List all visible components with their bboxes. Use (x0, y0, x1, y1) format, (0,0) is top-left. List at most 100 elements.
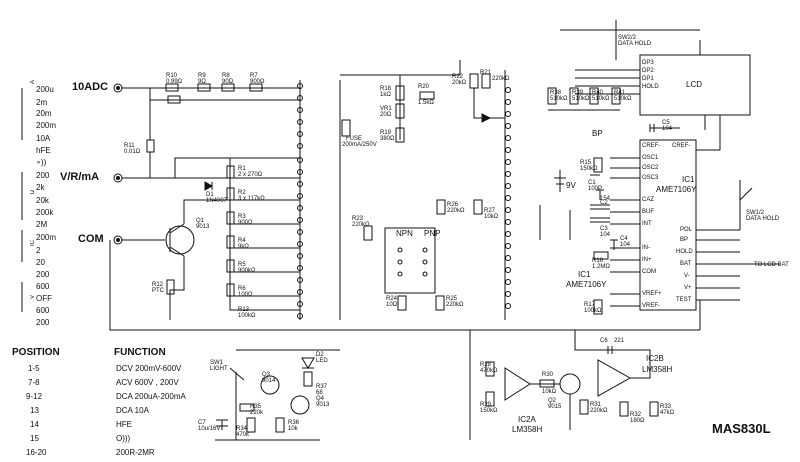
component-value: 9015 (548, 404, 562, 410)
component-label: R23 (352, 216, 364, 222)
component-value: 510kΩ (550, 96, 568, 102)
table-position: 13 (30, 406, 39, 415)
component-label: R15 (580, 160, 592, 166)
component-value: 900Ω (250, 79, 265, 85)
component-label: C5 (662, 120, 670, 126)
ic2b-ref: IC2B (646, 354, 664, 363)
component-label: C3 (600, 226, 608, 232)
sw2-label: SW2/2 (618, 35, 637, 41)
component-value: 220kΩ (492, 76, 510, 82)
component-value: 220kΩ (447, 208, 465, 214)
component-label: R22 (452, 74, 464, 80)
component-value: 900kΩ (238, 268, 256, 274)
ic2a-name: LM358H (512, 425, 543, 434)
ic1-name: AME7106Y (656, 185, 697, 194)
table-function: HFE (116, 420, 132, 429)
mode-range: OFF (36, 294, 52, 303)
ic1-pin-label: OSC1 (642, 155, 659, 161)
ic1-ref-2: IC1 (578, 270, 591, 279)
component-label: C1 (588, 180, 596, 186)
component-label: R12 (152, 282, 164, 288)
table-function: DCV 200mV-600V (116, 364, 182, 373)
pnp-label: PNP (424, 229, 441, 238)
component-label: R31 (590, 402, 602, 408)
sw1-label: SW1 (210, 360, 224, 366)
mode-range: 2 (36, 246, 41, 255)
component-label: R26 (447, 202, 459, 208)
component-value: 0.99Ω (166, 79, 183, 85)
component-value: 900Ω (238, 220, 253, 226)
component-value: 220k (250, 410, 264, 416)
component-label: R2 (238, 190, 246, 196)
component-label: R41 (614, 90, 626, 96)
component-label: R13 (238, 307, 250, 313)
ic1-pin-label: IN+ (642, 257, 652, 263)
table-position: 1-5 (28, 364, 40, 373)
ic1-pin-label: CREF- (672, 143, 691, 149)
ic1-pin-label: CAZ (642, 197, 654, 203)
ic1-pin-label: VREF- (642, 303, 660, 309)
component-label: R38 (550, 90, 562, 96)
component-value: 9Ω (198, 79, 206, 85)
component-value: 380Ω (380, 136, 395, 142)
ic1-pin-label: BP (680, 237, 689, 243)
component-value: 9013 (196, 224, 210, 230)
mode-range: 200m (36, 121, 57, 130)
component-value: 104 (620, 242, 631, 248)
component-label: R33 (660, 404, 672, 410)
mode-range: ∘)) (36, 158, 47, 167)
terminal-com: COM (78, 233, 104, 245)
table-position: 14 (30, 420, 39, 429)
mode-range: 600 (36, 282, 50, 291)
mode-range: 20 (36, 258, 45, 267)
component-value: 10kΩ (542, 389, 557, 395)
ic1-pin-label: POL (680, 227, 693, 233)
mode-range: hFE (36, 146, 51, 155)
mode-range: 2M (36, 220, 48, 229)
sw2-function: DATA HOLD (618, 41, 652, 47)
component-value: 20Ω (380, 112, 392, 118)
component-label: R18 (380, 86, 392, 92)
table-header-position: POSITION (12, 347, 60, 358)
component-label: R40 (592, 90, 604, 96)
ic2b-name: LM358H (642, 365, 673, 374)
ic1-ref: IC1 (682, 175, 695, 184)
component-label: R35 (250, 404, 262, 410)
mode-range: 10A (36, 134, 51, 143)
to-lcd-bat-label: TO LCD BAT (754, 262, 789, 268)
table-position: 9-12 (26, 392, 43, 401)
component-value: LED (316, 358, 328, 364)
component-value: 510kΩ (592, 96, 610, 102)
component-label: R25 (446, 296, 458, 302)
component-value: 20kΩ (452, 80, 467, 86)
component-label: D2 (316, 352, 324, 358)
mode-range: 20m (36, 109, 52, 118)
component-value: 150kΩ (580, 166, 598, 172)
component-label: R11 (124, 143, 135, 149)
component-value: 100kΩ (238, 313, 256, 319)
mode-range: 600 (36, 306, 50, 315)
component-value: 10Ω (386, 302, 398, 308)
sw1-function: LIGHT (210, 366, 228, 372)
component-label: R9 (198, 73, 206, 79)
fuse-label: FUSE (346, 136, 363, 142)
component-value: 10u/16V (198, 426, 221, 432)
component-value: 9kΩ (238, 244, 249, 250)
mode-range: 200 (36, 270, 50, 279)
component-value: 100kΩ (584, 308, 602, 314)
component-value: 0.01Ω (124, 149, 141, 155)
component-value: 470kΩ (480, 368, 498, 374)
ic1-pin-label: V- (684, 273, 690, 279)
component-label: R30 (542, 372, 554, 378)
component-value: 180Ω (630, 418, 645, 424)
component-label: R39 (572, 90, 584, 96)
component-value: 470k (236, 432, 250, 438)
table-position: 16-20 (26, 448, 47, 457)
component-label: R34 (236, 426, 248, 432)
component-value: 220kΩ (352, 222, 370, 228)
bp-label: BP (592, 129, 603, 138)
npn-label: NPN (396, 229, 413, 238)
component-label: R1 (238, 166, 246, 172)
component-label: R19 (380, 130, 392, 136)
